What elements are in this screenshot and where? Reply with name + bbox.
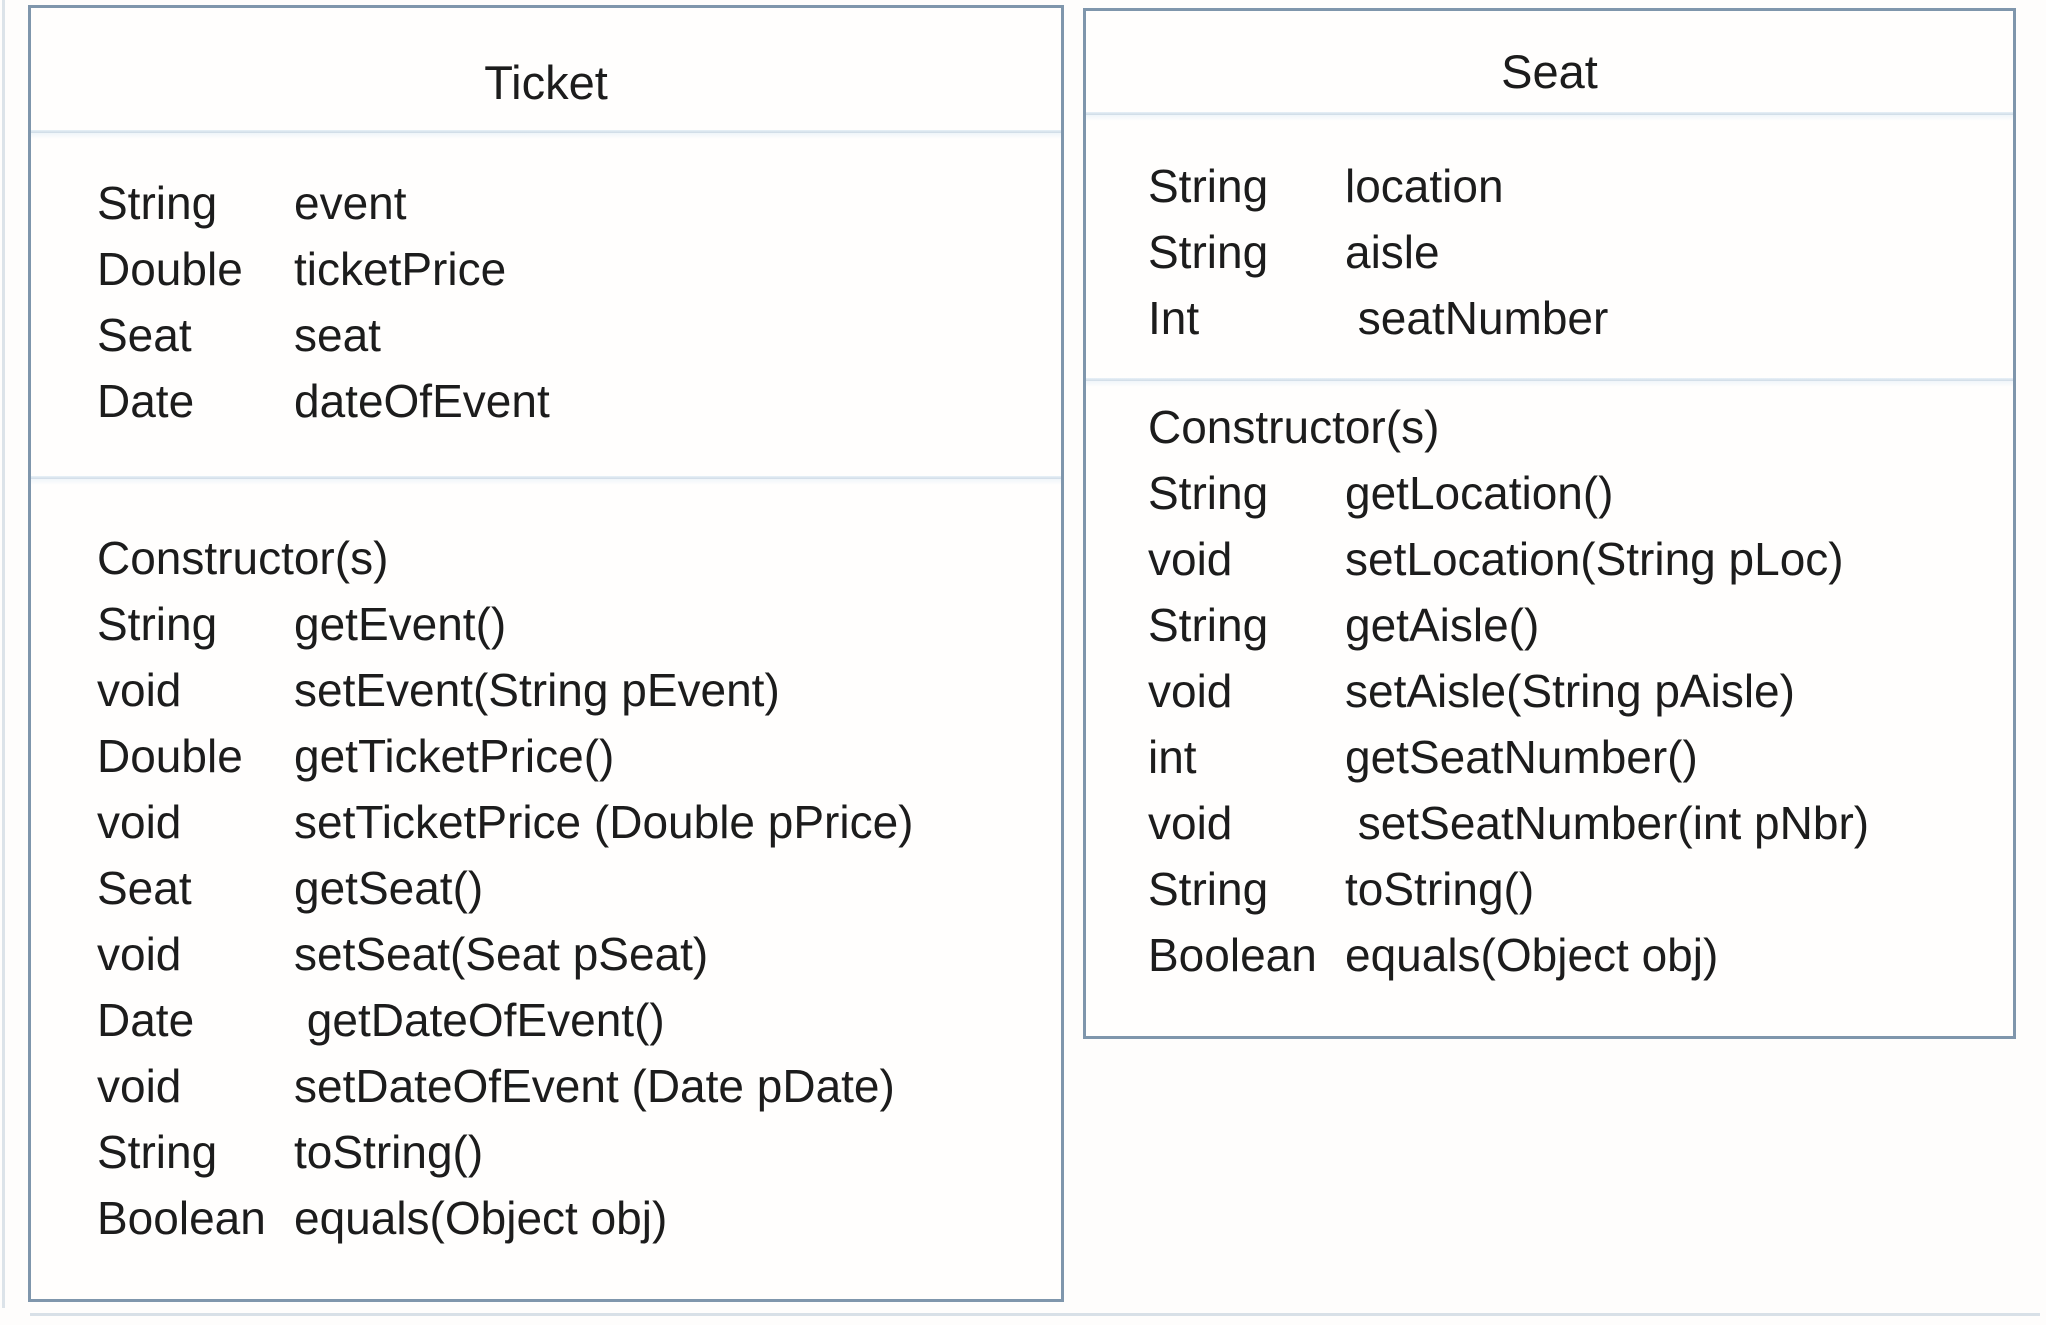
member-type: String <box>1148 467 1269 519</box>
member-type: String <box>97 598 218 650</box>
member-row: Seat seat <box>97 302 1061 368</box>
member-type: void <box>97 664 182 716</box>
member-type: void <box>1148 533 1233 585</box>
member-name: location <box>1345 160 1504 212</box>
member-name: toString() <box>1345 863 1535 915</box>
member-type: Seat <box>97 309 192 361</box>
member-type: int <box>1148 731 1197 783</box>
member-name: getSeat() <box>294 862 484 914</box>
member-name: setSeatNumber(int pNbr) <box>1345 797 1870 849</box>
member-name: aisle <box>1345 226 1440 278</box>
member-row: Date dateOfEvent <box>97 368 1061 434</box>
crop-edge-left-line <box>2 0 5 1308</box>
member-row: int getSeatNumber() <box>1148 724 2013 790</box>
class-header-seat: Seat <box>1086 11 2013 121</box>
member-row: String aisle <box>1148 219 2013 285</box>
methods-compartment-seat: Constructor(s) String getLocation() void set… <box>1086 381 2013 988</box>
member-name: seat <box>294 309 381 361</box>
member-type: void <box>1148 797 1233 849</box>
member-name: getSeatNumber() <box>1345 731 1698 783</box>
member-type: String <box>1148 160 1269 212</box>
member-type: void <box>97 928 182 980</box>
member-type: Boolean <box>97 1192 266 1244</box>
member-row: Constructor(s) <box>1148 394 2013 460</box>
member-row: String toString() <box>1148 856 2013 922</box>
member-type: Date <box>97 994 195 1046</box>
member-type: Double <box>97 730 243 782</box>
member-row: Double ticketPrice <box>97 236 1061 302</box>
member-name: getEvent() <box>294 598 507 650</box>
member-row: Boolean equals(Object obj) <box>97 1185 1061 1251</box>
member-row: Date getDateOfEvent() <box>97 987 1061 1053</box>
methods-compartment-ticket: Constructor(s) String getEvent() void setEve… <box>31 479 1061 1251</box>
member-row: void setLocation(String pLoc) <box>1148 526 2013 592</box>
class-title-seat: Seat <box>1501 45 1598 98</box>
member-type: void <box>1148 665 1233 717</box>
member-name: toString() <box>294 1126 484 1178</box>
member-name: setSeat(Seat pSeat) <box>294 928 709 980</box>
member-type: String <box>97 177 218 229</box>
member-name: Constructor(s) <box>97 532 389 584</box>
member-name: setLocation(String pLoc) <box>1345 533 1844 585</box>
member-row: Constructor(s) <box>97 525 1061 591</box>
member-type: Double <box>97 243 243 295</box>
member-row: void setSeat(Seat pSeat) <box>97 921 1061 987</box>
member-type: String <box>97 1126 218 1178</box>
member-row: void setSeatNumber(int pNbr) <box>1148 790 2013 856</box>
member-name: seatNumber <box>1345 292 1609 344</box>
member-row: String toString() <box>97 1119 1061 1185</box>
member-name: ticketPrice <box>294 243 507 295</box>
member-name: setAisle(String pAisle) <box>1345 665 1795 717</box>
member-type: void <box>97 796 182 848</box>
member-name: equals(Object obj) <box>1345 929 1719 981</box>
member-name: getLocation() <box>1345 467 1614 519</box>
member-row: String getEvent() <box>97 591 1061 657</box>
member-name: equals(Object obj) <box>294 1192 668 1244</box>
member-row: String getLocation() <box>1148 460 2013 526</box>
member-type: String <box>1148 599 1269 651</box>
member-row: Int seatNumber <box>1148 285 2013 351</box>
class-title-ticket: Ticket <box>484 55 608 109</box>
member-name: setDateOfEvent (Date pDate) <box>294 1060 895 1112</box>
member-row: String getAisle() <box>1148 592 2013 658</box>
member-name: Constructor(s) <box>1148 401 1440 453</box>
member-name: getDateOfEvent() <box>294 994 665 1046</box>
member-name: getTicketPrice() <box>294 730 615 782</box>
member-row: void setAisle(String pAisle) <box>1148 658 2013 724</box>
member-row: void setEvent(String pEvent) <box>97 657 1061 723</box>
member-row: Seat getSeat() <box>97 855 1061 921</box>
member-name: event <box>294 177 407 229</box>
class-header-ticket: Ticket <box>31 8 1061 139</box>
crop-edge-bottom-line <box>30 1313 2040 1316</box>
member-row: Boolean equals(Object obj) <box>1148 922 2013 988</box>
member-type: Boolean <box>1148 929 1317 981</box>
member-type: String <box>1148 226 1269 278</box>
member-name: getAisle() <box>1345 599 1540 651</box>
member-row: String location <box>1148 153 2013 219</box>
member-row: void setTicketPrice (Double pPrice) <box>97 789 1061 855</box>
member-type: Seat <box>97 862 192 914</box>
member-name: setTicketPrice (Double pPrice) <box>294 796 914 848</box>
member-type: void <box>97 1060 182 1112</box>
member-type: Int <box>1148 292 1200 344</box>
member-name: dateOfEvent <box>294 375 550 427</box>
member-row: Double getTicketPrice() <box>97 723 1061 789</box>
member-row: String event <box>97 170 1061 236</box>
member-type: Date <box>97 375 195 427</box>
member-type: String <box>1148 863 1269 915</box>
member-name: setEvent(String pEvent) <box>294 664 780 716</box>
member-row: void setDateOfEvent (Date pDate) <box>97 1053 1061 1119</box>
